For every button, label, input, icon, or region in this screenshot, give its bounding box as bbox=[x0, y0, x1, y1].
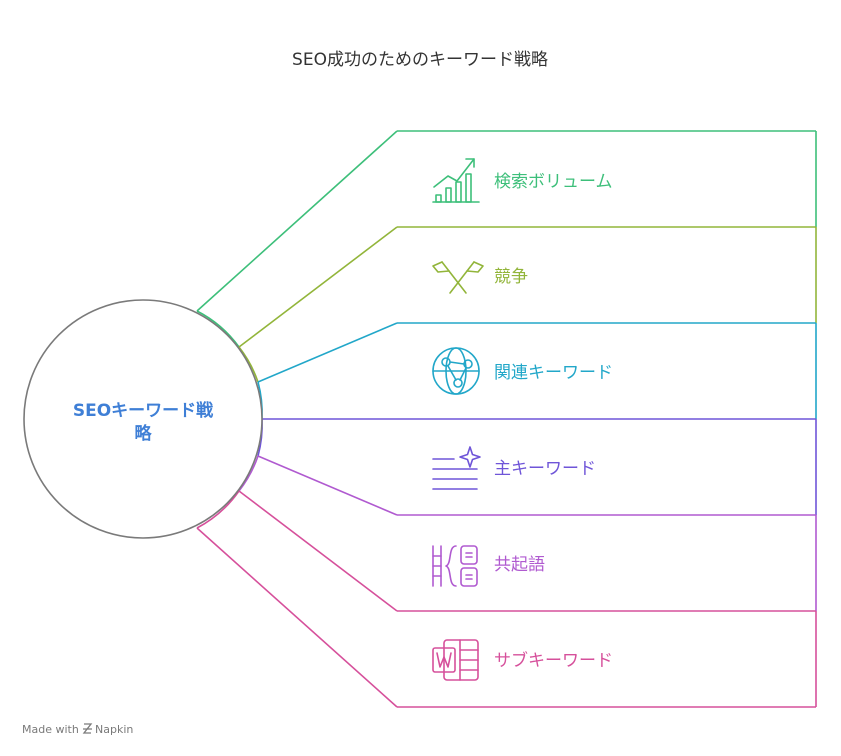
hub-arc bbox=[196, 490, 240, 529]
connector-line bbox=[257, 322, 398, 383]
word-document-icon bbox=[432, 639, 479, 681]
diagram-title: SEO成功のためのキーワード戦略 bbox=[292, 50, 548, 70]
item-related-keywords: 関連キーワード bbox=[432, 347, 613, 395]
hub-arc bbox=[238, 455, 259, 492]
item-competition: 競争 bbox=[432, 261, 528, 294]
vocabulary-grid-icon bbox=[432, 545, 478, 587]
item-label: 検索ボリューム bbox=[494, 172, 613, 192]
hub-label-line-2: 略 bbox=[135, 423, 153, 444]
item-co-occurrence-words: 共起語 bbox=[432, 545, 545, 587]
item-label: 主キーワード bbox=[494, 459, 596, 479]
connector-line bbox=[196, 130, 398, 312]
connector-lines bbox=[196, 130, 817, 708]
hub: SEOキーワード戦 略 bbox=[23, 299, 263, 539]
item-search-volume: 検索ボリューム bbox=[432, 158, 613, 203]
connector-line bbox=[238, 226, 398, 348]
item-label: 関連キーワード bbox=[494, 363, 613, 383]
napkin-watermark: Made with Napkin bbox=[22, 723, 133, 736]
item-main-keyword: 主キーワード bbox=[432, 446, 596, 490]
hub-arc bbox=[196, 310, 240, 348]
crossed-flags-icon bbox=[432, 261, 484, 294]
hub-circle bbox=[23, 299, 263, 539]
napkin-brand-text: Napkin bbox=[95, 723, 133, 736]
sparkle-list-icon bbox=[432, 446, 481, 490]
connector-line bbox=[238, 490, 398, 612]
napkin-logo-icon bbox=[82, 723, 93, 734]
bar-chart-growth-icon bbox=[432, 158, 480, 203]
connector-line bbox=[196, 527, 398, 708]
item-label: 競争 bbox=[494, 267, 528, 287]
connector-line bbox=[257, 455, 398, 516]
network-globe-icon bbox=[432, 347, 480, 395]
hub-arc bbox=[238, 346, 259, 383]
item-sub-keywords: サブキーワード bbox=[432, 639, 613, 681]
item-label: サブキーワード bbox=[494, 650, 613, 671]
hub-label-line-1: SEOキーワード戦 bbox=[73, 400, 214, 421]
made-with-text: Made with bbox=[22, 723, 79, 736]
item-label: 共起語 bbox=[494, 555, 545, 575]
